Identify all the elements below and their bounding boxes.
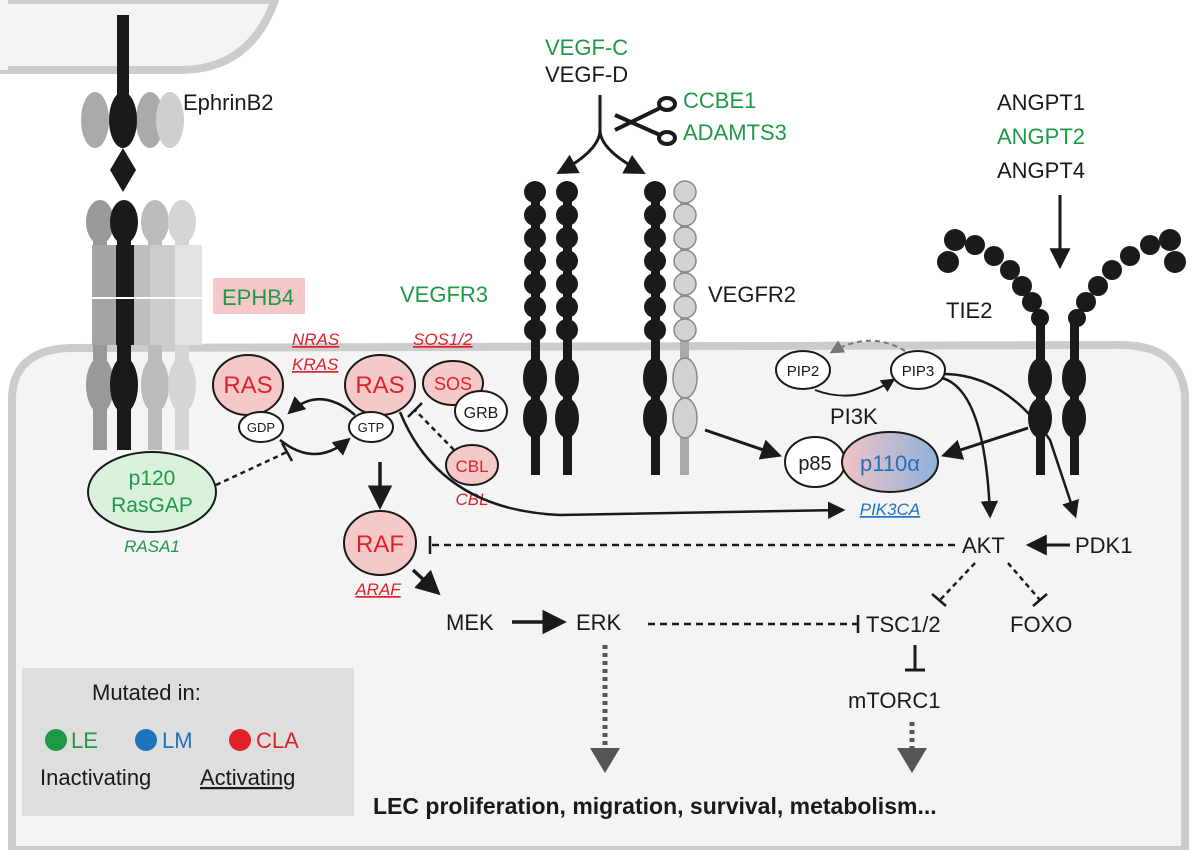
- vegfr3-receptor: [523, 181, 579, 475]
- vegf-c-label: VEGF-C: [545, 35, 628, 60]
- rasgap-label: RasGAP: [111, 494, 193, 517]
- rasgap-inhibition: [215, 450, 288, 487]
- p85-label: p85: [798, 453, 831, 475]
- raf-node: [343, 510, 417, 576]
- cbl-node: [445, 444, 499, 486]
- gdp-gtp-cycle-top: [287, 396, 356, 416]
- cbl-label: CBL: [455, 457, 488, 476]
- sos-label: SOS: [434, 374, 472, 394]
- vegf-split-arrow-right: [598, 129, 646, 174]
- gdp-label: GDP: [247, 420, 275, 435]
- ephb4-highlight: [213, 278, 305, 314]
- p120-rasgap-node: [87, 451, 217, 533]
- pip3-to-akt-arrow: [941, 376, 999, 519]
- legend-lm-dot: [135, 729, 157, 751]
- pik3ca-gene-label: PIK3CA: [860, 500, 920, 519]
- tie2-receptor: [937, 229, 1186, 475]
- legend-activating: Activating: [200, 765, 295, 790]
- ephb4-label: EPHB4: [222, 285, 294, 310]
- grb-label: GRB: [464, 405, 499, 422]
- adamts3-label: ADAMTS3: [683, 120, 787, 145]
- pip3-label: PIP3: [902, 363, 935, 380]
- ras-to-p110-arrow: [398, 411, 846, 519]
- pip3-to-pip2-dashed: [829, 339, 906, 354]
- vegfr2-receptor: [643, 180, 698, 475]
- ephrinb2-ligand: [81, 15, 184, 192]
- legend-cla-dot: [229, 729, 251, 751]
- legend-le-label: LE: [71, 728, 98, 753]
- vegfr2-label: VEGFR2: [708, 282, 796, 307]
- foxo-label: FOXO: [1010, 612, 1072, 637]
- pip2-label: PIP2: [787, 363, 820, 380]
- ephb4-receptor: [86, 200, 202, 450]
- p120-label: p120: [129, 467, 176, 490]
- mek-label: MEK: [446, 610, 494, 635]
- grb-node: [454, 390, 508, 432]
- mtorc1-label: mTORC1: [848, 688, 941, 713]
- nras-label: NRAS: [292, 330, 340, 349]
- pip2-to-pip3-arrow: [814, 378, 896, 397]
- tie2-to-pi3k-arrow: [941, 426, 1029, 460]
- p110a-label: p110α: [860, 451, 920, 476]
- scissors-icon: [614, 96, 677, 146]
- gdp-node: [238, 411, 284, 443]
- legend-le-dot: [45, 729, 67, 751]
- raf-to-mek-arrow: [411, 568, 441, 596]
- gtp-label: GTP: [358, 420, 385, 435]
- legend-inactivating: Inactivating: [40, 765, 151, 790]
- cbl-inhibition: [414, 409, 455, 451]
- legend-title: Mutated in:: [92, 680, 201, 705]
- neighbor-cell: [0, 0, 280, 74]
- p110a-node: [841, 431, 939, 493]
- legend-cla-label: CLA: [256, 728, 299, 753]
- vegf-d-label: VEGF-D: [545, 62, 628, 87]
- vegfr2-to-pi3k-arrow: [704, 428, 782, 460]
- ephrinb2-label: EphrinB2: [183, 90, 274, 115]
- ras-gtp-label: RAS: [355, 372, 404, 399]
- gtp-node: [348, 411, 394, 443]
- akt-to-foxo-inhibition: [1007, 562, 1041, 601]
- pip2-node: [775, 350, 831, 390]
- ccbe1-label: CCBE1: [683, 88, 756, 113]
- rasa1-gene-label: RASA1: [124, 537, 180, 556]
- legend-lm-label: LM: [162, 728, 193, 753]
- pi3k-label: PI3K: [830, 404, 878, 429]
- araf-gene-label: ARAF: [354, 580, 402, 599]
- angpt2-label: ANGPT2: [997, 124, 1085, 149]
- erk-label: ERK: [576, 610, 622, 635]
- gdp-gtp-cycle-bottom: [279, 437, 351, 456]
- kras-label: KRAS: [292, 355, 339, 374]
- akt-label: AKT: [962, 533, 1005, 558]
- tie2-label: TIE2: [946, 298, 992, 323]
- tsc12-label: TSC1/2: [866, 612, 941, 637]
- angpt4-label: ANGPT4: [997, 158, 1085, 183]
- cbl-gene-label: CBL: [455, 490, 488, 509]
- vegfr3-label: VEGFR3: [400, 282, 488, 307]
- angpt1-label: ANGPT1: [997, 90, 1085, 115]
- pip3-node: [890, 350, 946, 390]
- ras-gdp-label: RAS: [223, 372, 272, 399]
- vegf-split-arrow-left: [556, 95, 602, 175]
- outcome-label: LEC proliferation, migration, survival, …: [373, 793, 937, 819]
- sos12-gene-label: SOS1/2: [413, 330, 473, 349]
- legend: Mutated in: LE LM CLA Inactivating Activ…: [22, 668, 354, 816]
- pdk1-label: PDK1: [1075, 533, 1132, 558]
- pip3-to-pdk1-arrow: [944, 372, 1079, 519]
- raf-label: RAF: [356, 531, 404, 558]
